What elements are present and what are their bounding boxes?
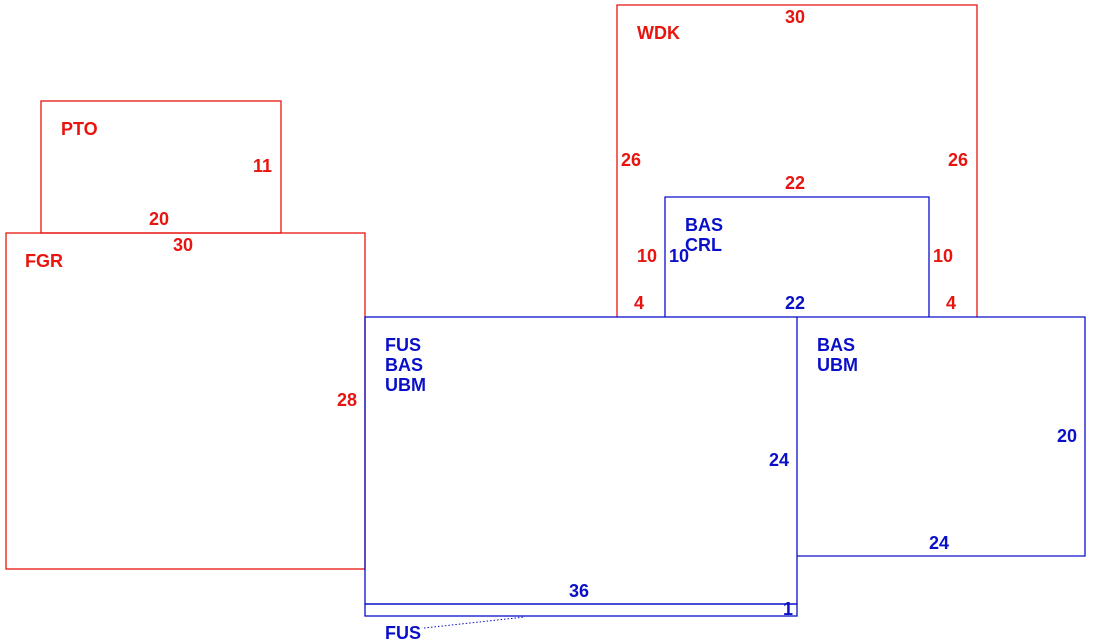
- wdk-dim-top: 30: [785, 7, 805, 27]
- bas-crl-label-line-1: BAS: [685, 215, 723, 235]
- bas-crl-label-line-2: CRL: [685, 235, 722, 255]
- bas-ubm-dim-bottom: 24: [929, 533, 949, 553]
- fus-bas-ubm-label-line-3: UBM: [385, 375, 426, 395]
- wdk-dim-step-left: 4: [634, 293, 644, 313]
- fus-strip-leader-line: [423, 616, 526, 629]
- wdk-label: WDK: [637, 23, 680, 43]
- fus-bas-ubm-label-line-2: BAS: [385, 355, 423, 375]
- bas-ubm-label-line-1: BAS: [817, 335, 855, 355]
- bas-crl-outline: [664, 196, 930, 317]
- wdk-dim-step-right: 4: [946, 293, 956, 313]
- fgr-label: FGR: [25, 251, 63, 271]
- fus-strip-dim-right: 1: [783, 599, 793, 619]
- bas-ubm-outline: [797, 316, 1086, 557]
- fus-strip-outline: [364, 603, 798, 617]
- wdk-dim-inner-left: 10: [637, 246, 657, 266]
- pto-dim-bottom: 20: [149, 209, 169, 229]
- fgr-dim-top: 30: [173, 235, 193, 255]
- bas-crl-dim-bottom: 22: [785, 293, 805, 313]
- bas-ubm-label-line-2: UBM: [817, 355, 858, 375]
- fus-bas-ubm-dim-right: 24: [769, 450, 789, 470]
- wdk-dim-inner-right: 10: [933, 246, 953, 266]
- wdk-outline: [616, 4, 978, 317]
- wdk-dim-left: 26: [621, 150, 641, 170]
- bas-crl-dim-left: 10: [669, 246, 689, 266]
- fus-strip-label: FUS: [385, 623, 421, 643]
- fgr-outline: [5, 232, 366, 570]
- fgr-dim-right: 28: [337, 390, 357, 410]
- pto-dim-right: 11: [253, 156, 272, 176]
- fus-bas-ubm-label-line-1: FUS: [385, 335, 421, 355]
- wdk-dim-inner-top: 22: [785, 173, 805, 193]
- pto-label: PTO: [61, 119, 98, 139]
- wdk-dim-right: 26: [948, 150, 968, 170]
- bas-ubm-dim-right: 20: [1057, 426, 1077, 446]
- fus-bas-ubm-outline: [364, 316, 798, 605]
- fus-bas-ubm-dim-bottom: 36: [569, 581, 589, 601]
